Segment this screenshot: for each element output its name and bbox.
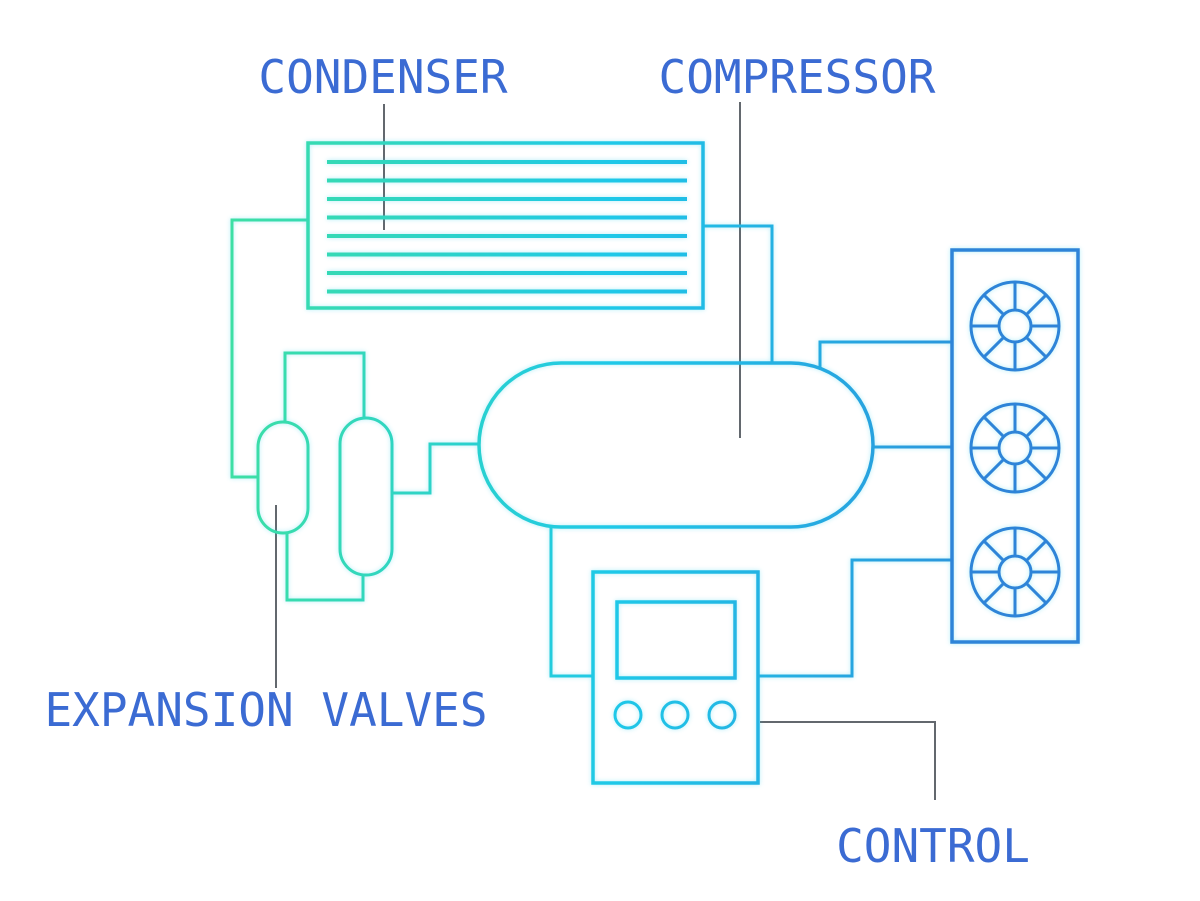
compressor-to-fan-top-pipe <box>818 340 952 369</box>
fan-unit-body <box>950 248 1080 644</box>
expansion-valves-label: EXPANSION VALVES <box>44 683 487 737</box>
fan-icon <box>969 280 1061 372</box>
fan-icon <box>969 402 1061 494</box>
control-leader-line <box>760 721 936 800</box>
control-panel-screen <box>615 600 737 680</box>
expansion-valve-right <box>338 416 394 577</box>
compressor-label: COMPRESSOR <box>659 50 936 104</box>
condenser-coil-lines <box>327 160 687 294</box>
control-label: CONTROL <box>836 819 1030 873</box>
component-labels: CONDENSER COMPRESSOR EXPANSION VALVES CO… <box>44 50 1029 873</box>
condenser-body <box>306 141 705 310</box>
control-to-fan-pipe <box>758 558 952 678</box>
expansion-valve-left <box>256 420 310 535</box>
control-panel-button-2 <box>660 700 690 730</box>
compressor-body <box>477 361 875 529</box>
condenser-label: CONDENSER <box>258 50 508 104</box>
system-components <box>230 141 1080 785</box>
leader-lines <box>275 102 936 800</box>
control-panel-button-3 <box>707 700 737 730</box>
condenser-to-compressor-pipe <box>703 224 774 362</box>
control-panel-button-1 <box>613 700 643 730</box>
condenser-to-valves-pipe <box>230 218 308 479</box>
compressor-to-control-pipe <box>549 525 593 678</box>
fan-unit <box>950 248 1080 644</box>
valve-bottom-loop-pipe <box>285 533 365 602</box>
valve-top-loop-pipe <box>283 351 366 422</box>
valves-to-compressor-pipe <box>392 442 478 495</box>
fan-icon <box>969 526 1061 618</box>
